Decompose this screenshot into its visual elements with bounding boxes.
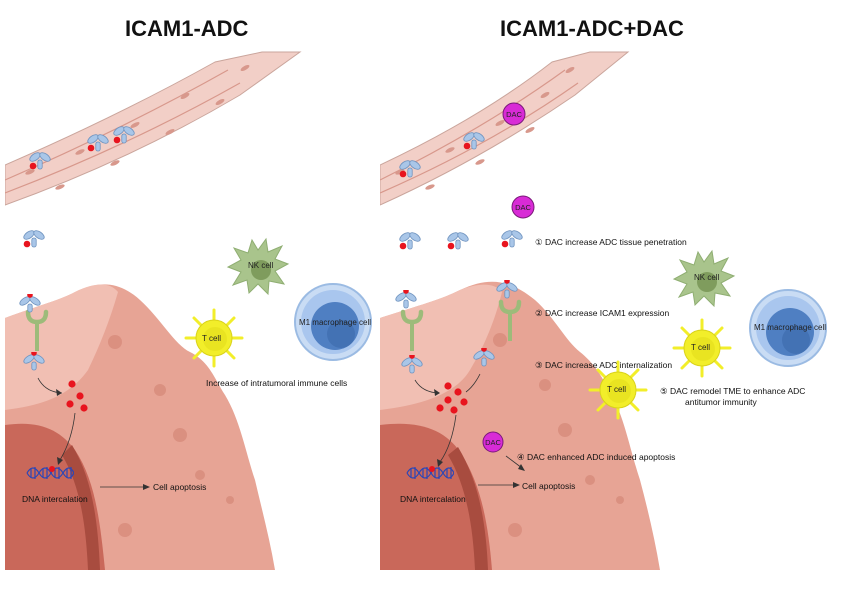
step-4-label: ④ DAC enhanced ADC induced apoptosis <box>517 452 676 462</box>
apoptosis-label-left: Cell apoptosis <box>153 482 207 492</box>
step-1-label: ① DAC increase ADC tissue penetration <box>535 237 687 247</box>
dac-label-tumor: DAC <box>485 438 501 447</box>
dac-molecule-tissue <box>511 195 535 219</box>
tumor-cell-left <box>5 284 275 570</box>
dna-label-right: DNA intercalation <box>400 494 466 504</box>
immune-note: Increase of intratumoral immune cells <box>206 378 348 388</box>
step-5-label-line1: ⑤ DAC remodel TME to enhance ADC <box>660 386 806 396</box>
dac-molecule-vessel <box>502 102 526 126</box>
apoptosis-label-right: Cell apoptosis <box>522 481 576 491</box>
nk-cell-left-label: NK cell <box>248 261 274 270</box>
dac-label-tissue: DAC <box>515 203 531 212</box>
left-panel-artwork <box>5 51 302 570</box>
left-title: ICAM1-ADC <box>125 16 249 41</box>
right-panel-artwork <box>380 51 660 570</box>
t-cell-right-upper-label: T cell <box>691 343 710 352</box>
blood-vessel-right <box>380 51 630 206</box>
t-cell-left-label: T cell <box>202 334 221 343</box>
nk-cell-right-label: NK cell <box>694 273 720 282</box>
macrophage-right-label: M1 macrophage cell <box>753 323 827 332</box>
dna-label-left: DNA intercalation <box>22 494 88 504</box>
step-5-label-line2: antitumor immunity <box>685 397 757 407</box>
tumor-cell-right <box>380 281 660 570</box>
step-2-label: ② DAC increase ICAM1 expression <box>535 308 670 318</box>
dac-molecule-tumor <box>482 431 504 453</box>
step-3-label: ③ DAC increase ADC internalization <box>535 360 673 370</box>
right-title: ICAM1-ADC+DAC <box>500 16 684 41</box>
blood-vessel-left <box>5 51 302 206</box>
t-cell-right-lower-label: T cell <box>607 385 626 394</box>
macrophage-left-label: M1 macrophage cell <box>298 318 372 327</box>
dac-label-vessel: DAC <box>506 110 522 119</box>
